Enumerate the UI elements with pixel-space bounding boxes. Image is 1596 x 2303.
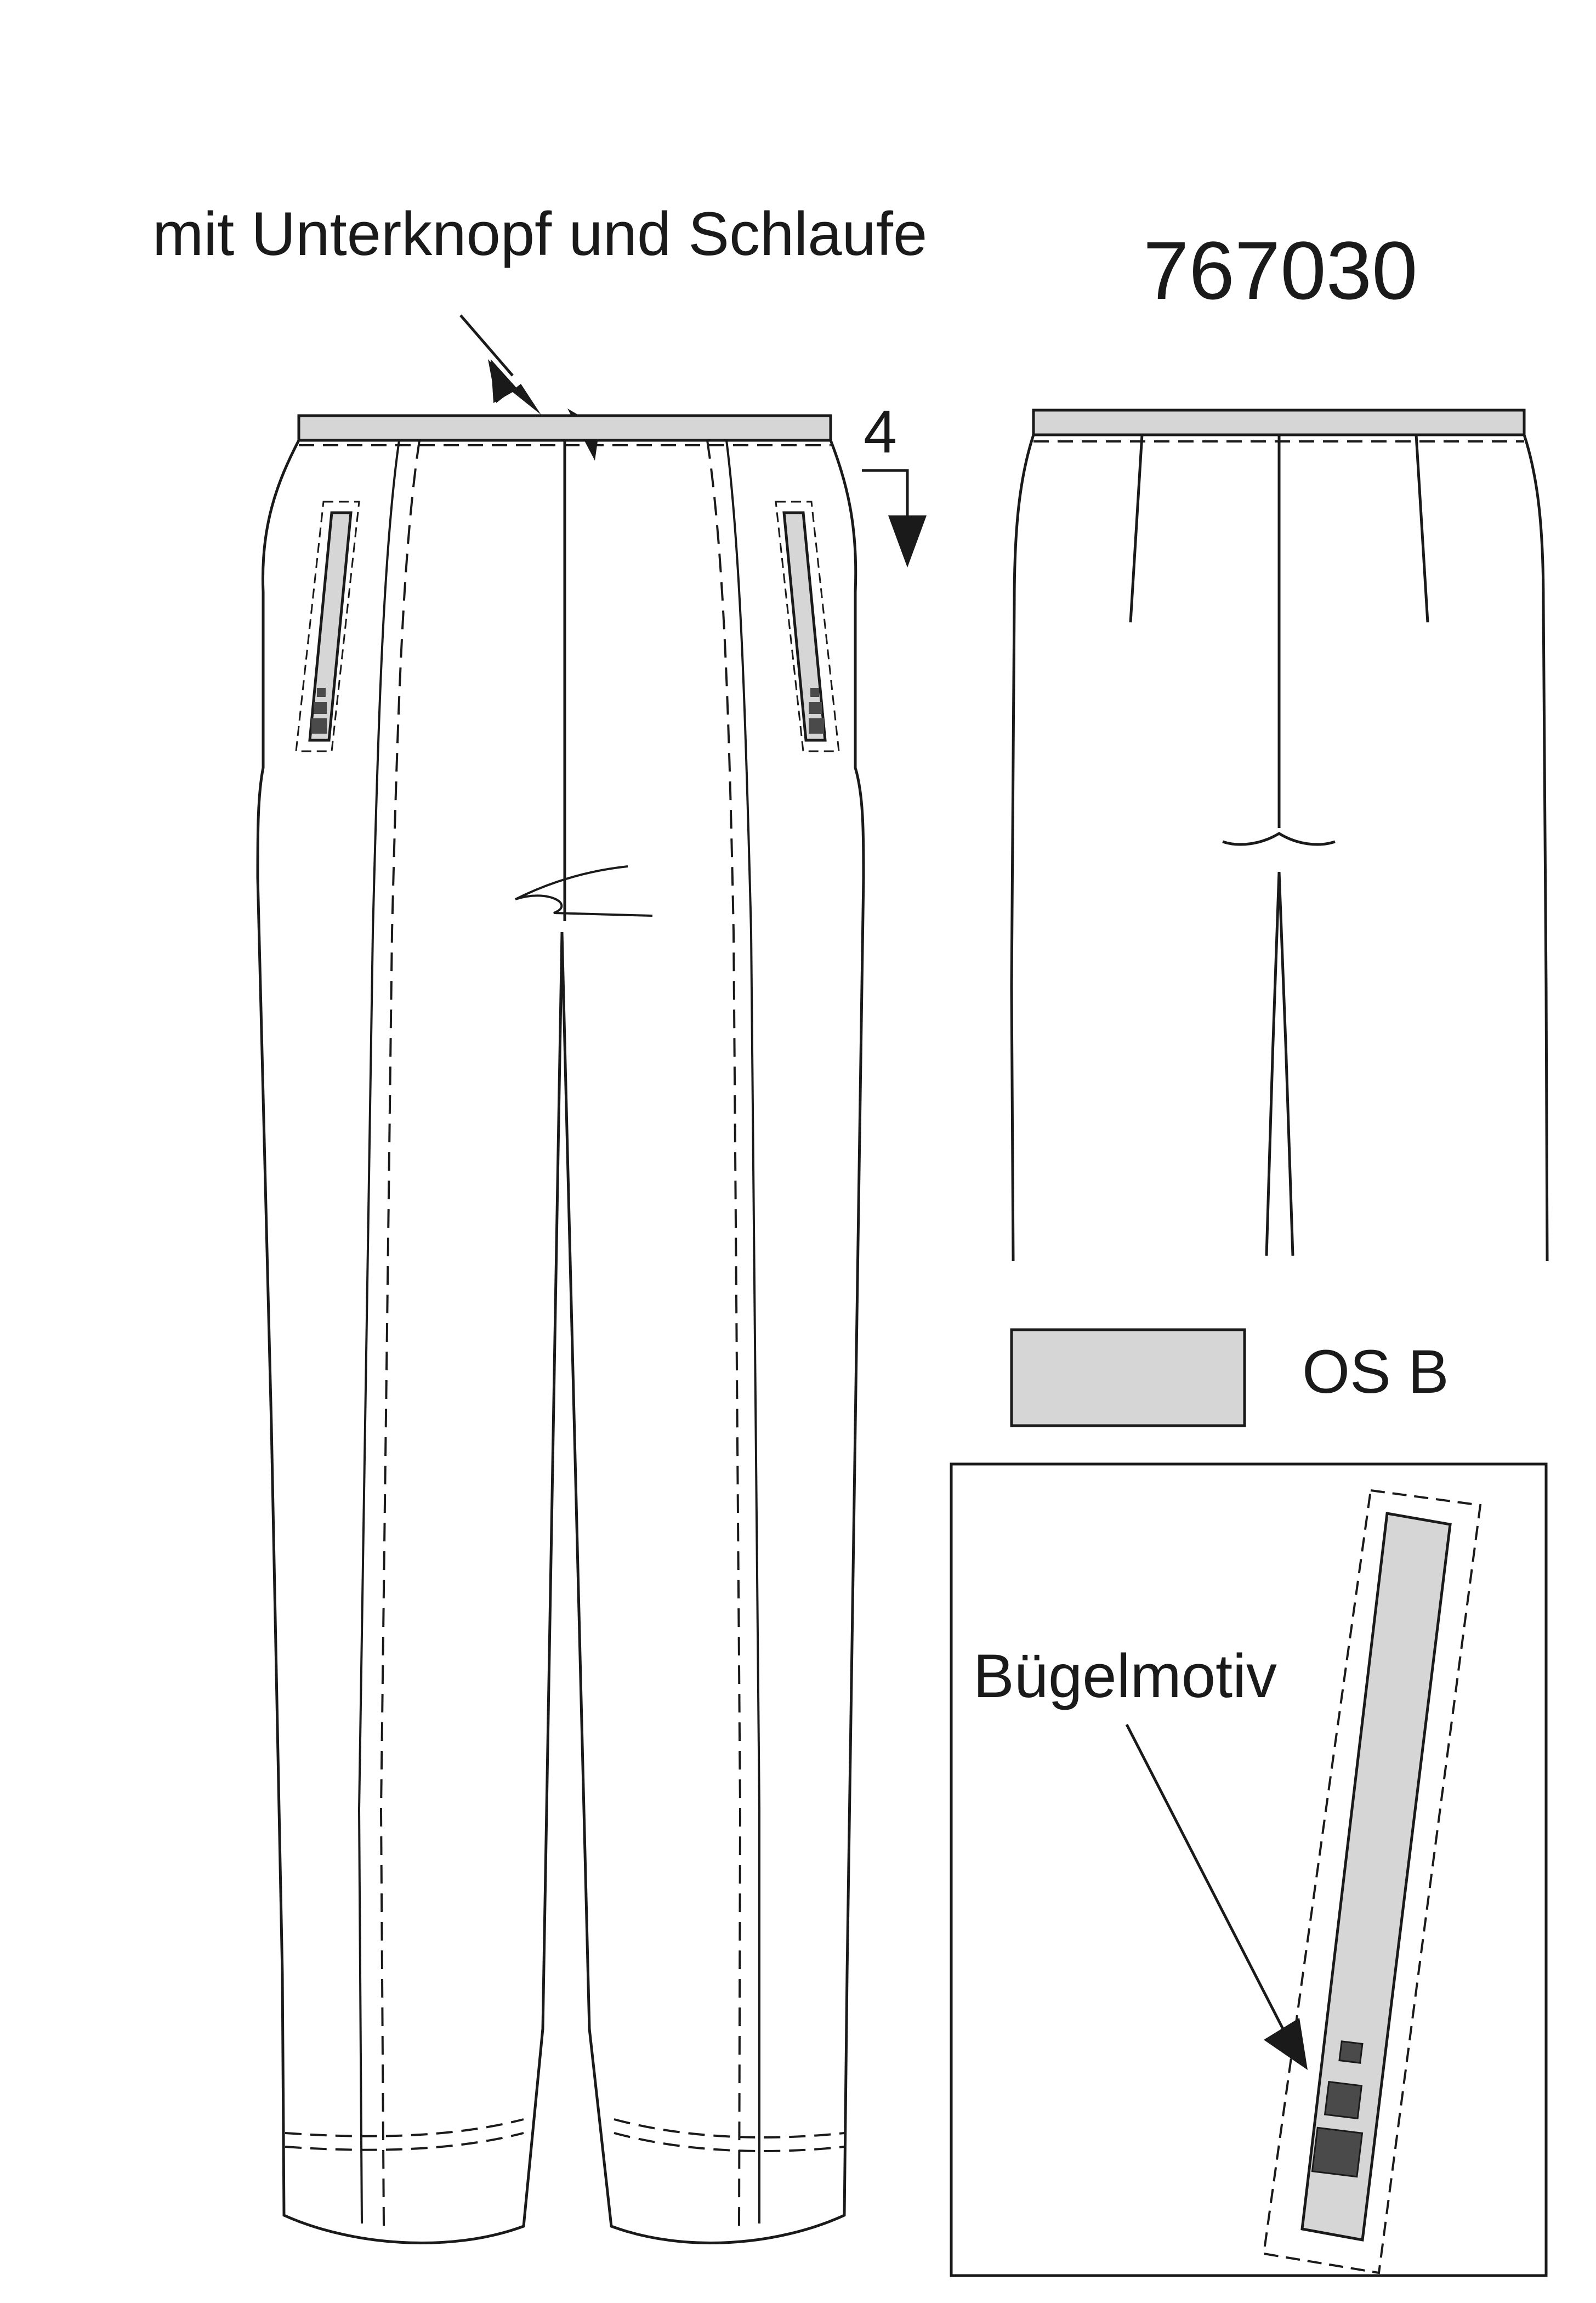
front-view: [256, 414, 865, 2244]
legend-label: OS B: [1302, 1337, 1449, 1406]
detail-label: Bügelmotiv: [973, 1642, 1277, 1710]
stitch-width-arrow: [862, 469, 927, 568]
button-loop-arrow: [459, 314, 542, 416]
article-number: 767030: [1143, 224, 1418, 316]
back-view: [1010, 409, 1549, 1262]
legend-swatch: [1010, 1328, 1246, 1427]
detail-square-large: [1311, 2126, 1364, 2178]
detail-square-small: [1338, 2040, 1364, 2064]
stitch-width-label: 4: [864, 398, 897, 466]
left-zip-pocket: [295, 501, 360, 752]
button-loop-note: mit Unterknopf und Schlaufe: [152, 200, 927, 268]
front-waistband: [297, 414, 832, 442]
detail-square-medium: [1324, 2080, 1363, 2120]
front-left-leg-outline: [256, 439, 564, 2244]
right-zip-pocket: [775, 501, 840, 752]
back-waistband: [1032, 409, 1526, 436]
detail-inset: [950, 1462, 1548, 2277]
detail-frame: [950, 1462, 1548, 2277]
front-right-leg-outline: [560, 440, 865, 2244]
fly-stitch: [515, 865, 653, 917]
